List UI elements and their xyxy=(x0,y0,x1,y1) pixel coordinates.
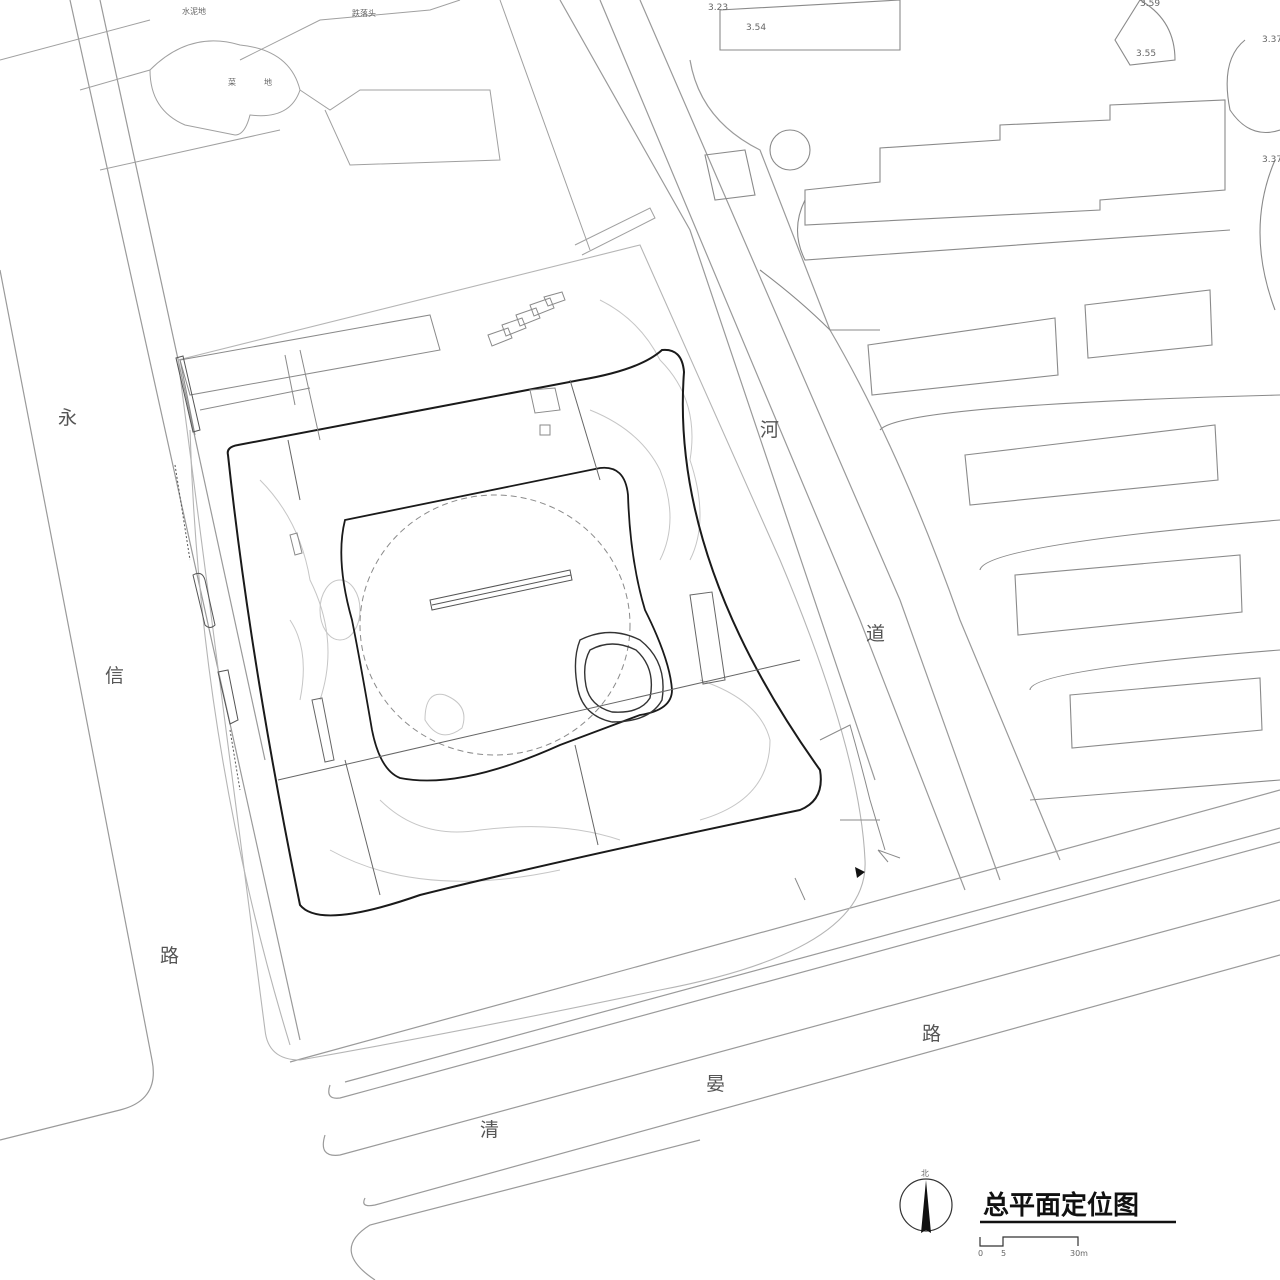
canal xyxy=(559,0,1061,891)
elevation-label: 3.37 xyxy=(1262,35,1280,45)
context-label-veg: 菜 xyxy=(228,77,236,87)
inner-platform-outline xyxy=(340,466,673,782)
qingyan-road xyxy=(289,789,1280,1280)
drawing-title: 总平面定位图 xyxy=(983,1190,1139,1221)
road-label-lu: 路 xyxy=(160,945,179,967)
site-boundary xyxy=(177,244,866,1061)
north-structures xyxy=(179,291,566,556)
entry-arrow xyxy=(855,867,865,878)
canal-label-he: 河 xyxy=(760,419,779,441)
landscape-contours xyxy=(259,299,771,882)
road-label-xin: 信 xyxy=(105,665,124,687)
residential-blocks xyxy=(704,0,1280,801)
elevation-label: 3.55 xyxy=(1136,49,1156,59)
canal-label-dao: 道 xyxy=(866,623,885,645)
context-label-cement: 水泥地 xyxy=(182,6,206,16)
scale-bar: 0 5 30m xyxy=(978,1236,1088,1258)
scale-mid: 5 xyxy=(1001,1249,1006,1258)
central-bench xyxy=(429,569,573,611)
elevation-label: 3.37 xyxy=(1262,155,1280,165)
pond xyxy=(574,631,664,723)
north-label: 北 xyxy=(921,1169,929,1178)
road-label-qingyan-lu: 路 xyxy=(922,1023,941,1045)
southeast-entry xyxy=(794,724,901,901)
west-edge-features xyxy=(174,355,241,791)
elevation-label: 3.59 xyxy=(1140,0,1160,9)
road-label-qing: 清 xyxy=(480,1119,499,1141)
context-label-field: 地 xyxy=(264,77,272,87)
road-label-yan: 晏 xyxy=(706,1073,725,1095)
road-label-yong: 永 xyxy=(58,407,77,429)
yongxin-road xyxy=(0,0,301,1141)
elevation-label: 3.23 xyxy=(708,3,728,13)
building-outer-outline xyxy=(226,348,822,917)
partition-lines xyxy=(277,379,801,896)
scale-start: 0 xyxy=(978,1249,983,1258)
elevation-label: 3.54 xyxy=(746,23,766,33)
scale-end: 30m xyxy=(1070,1249,1088,1258)
context-label-drop: 跌落头 xyxy=(352,8,376,18)
circular-lawn xyxy=(359,494,631,756)
north-arrow: 北 xyxy=(899,1169,953,1233)
northwest-parcels xyxy=(0,0,656,256)
